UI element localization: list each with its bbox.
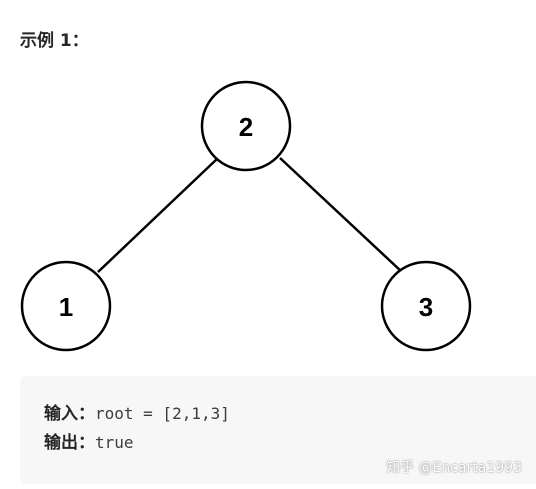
edge-2-3	[279, 157, 403, 273]
binary-tree-diagram: 2 1 3	[20, 80, 472, 352]
example-title: 示例 1：	[20, 31, 89, 51]
output-label: 输出：	[44, 433, 95, 453]
tree-node-left: 1	[20, 260, 112, 352]
tree-node-circle	[200, 80, 292, 172]
tree-node-label: 2	[239, 112, 253, 142]
tree-node-right: 3	[380, 260, 472, 352]
tree-node-root: 2	[200, 80, 292, 172]
tree-node-circle	[380, 260, 472, 352]
input-label: 输入：	[44, 404, 95, 424]
output-line: 输出：true	[44, 429, 134, 457]
edge-2-1	[97, 157, 219, 273]
tree-node-circle	[20, 260, 112, 352]
io-code-block: 输入：root = [2,1,3] 输出：true 知乎 @Encarta199…	[20, 376, 536, 484]
tree-node-label: 3	[419, 292, 433, 322]
output-value: true	[95, 433, 134, 452]
input-value: root = [2,1,3]	[95, 404, 230, 423]
watermark-text: 知乎 @Encarta1993	[386, 460, 522, 476]
input-line: 输入：root = [2,1,3]	[44, 400, 230, 428]
tree-node-label: 1	[59, 292, 73, 322]
